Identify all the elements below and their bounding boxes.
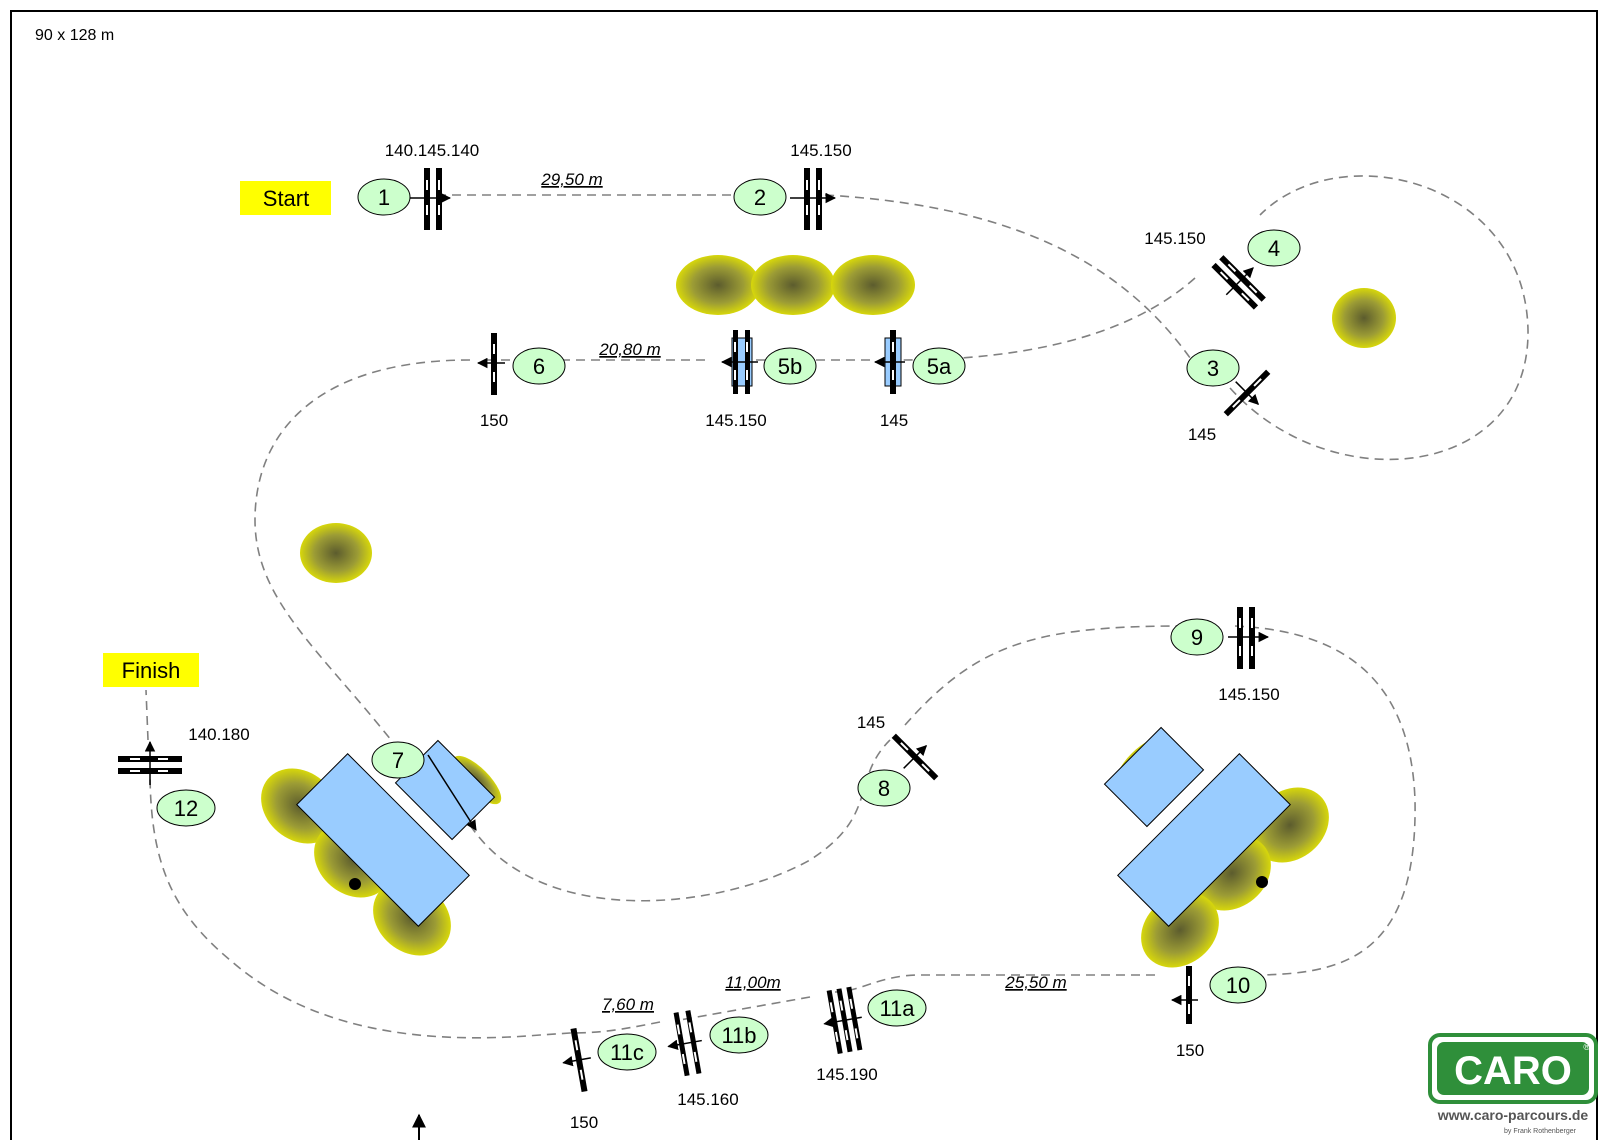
obstacle-2-number[interactable]: 2 bbox=[733, 178, 787, 216]
distance-label: 11,00m bbox=[725, 973, 780, 992]
bush-icon bbox=[300, 523, 372, 583]
fence-height-label: 150 bbox=[570, 1113, 598, 1132]
fence-11c-icon bbox=[562, 1027, 591, 1093]
obstacle-11a-number[interactable]: 11a bbox=[867, 989, 927, 1027]
fence-height-label: 145 bbox=[880, 411, 908, 430]
water-ditch bbox=[296, 753, 470, 927]
start-label: Start bbox=[240, 181, 331, 215]
fence-height-label: 145 bbox=[857, 713, 885, 732]
distance-labels: 29,50 m 20,80 m 7,60 m 11,00m 25,50 m bbox=[540, 170, 1066, 1014]
fence-height-label: 145 bbox=[1188, 425, 1216, 444]
water-ditch bbox=[1117, 753, 1291, 927]
fence-5b-icon bbox=[720, 330, 758, 394]
course-size-label: 90 x 128 m bbox=[35, 27, 114, 44]
svg-text:9: 9 bbox=[1191, 625, 1203, 650]
obstacle-3-number[interactable]: 3 bbox=[1186, 349, 1240, 387]
fence-10-icon bbox=[1170, 966, 1198, 1024]
obstacle-9-number[interactable]: 9 bbox=[1170, 618, 1224, 656]
svg-text:Start: Start bbox=[263, 186, 309, 211]
svg-text:6: 6 bbox=[533, 354, 545, 379]
fence-height-label: 145.150 bbox=[1144, 229, 1205, 248]
obstacle-8-number[interactable]: 8 bbox=[857, 769, 911, 807]
fence-5a-icon bbox=[873, 330, 905, 394]
svg-text:7: 7 bbox=[392, 748, 404, 773]
obstacle-5a-number[interactable]: 5a bbox=[912, 347, 966, 385]
bush-icon bbox=[751, 255, 835, 315]
logo-byline: by Frank Rothenberger bbox=[1504, 1128, 1577, 1135]
water-obstacles bbox=[296, 726, 1291, 927]
caro-logo[interactable]: CARO ® www.caro-parcours.de by Frank Rot… bbox=[1428, 1033, 1598, 1135]
svg-text:5a: 5a bbox=[927, 354, 952, 379]
obstacle-numbers: 1 2 3 4 5a 5b 6 7 8 9 10 11a 11b 11c 12 bbox=[156, 178, 1301, 1071]
svg-text:5b: 5b bbox=[778, 354, 802, 379]
fence-height-label: 150 bbox=[480, 411, 508, 430]
fence-1-icon bbox=[410, 168, 452, 230]
obstacle-5b-number[interactable]: 5b bbox=[763, 347, 817, 385]
svg-text:11c: 11c bbox=[610, 1040, 644, 1065]
fence-height-label: 150 bbox=[1176, 1041, 1204, 1060]
obstacle-7-number[interactable]: 7 bbox=[371, 741, 425, 779]
fence-11a-icon bbox=[823, 986, 863, 1054]
fence-12-icon bbox=[118, 740, 182, 785]
bush-icon bbox=[1332, 288, 1396, 348]
fence-6-icon bbox=[476, 333, 505, 395]
svg-text:2: 2 bbox=[754, 185, 766, 210]
fence-height-label: 145.150 bbox=[790, 141, 851, 160]
svg-text:1: 1 bbox=[378, 185, 390, 210]
tree-marker-icon bbox=[349, 878, 361, 890]
fence-height-label: 140.180 bbox=[188, 725, 249, 744]
fence-symbols bbox=[118, 168, 1271, 1140]
tree-marker-icon bbox=[1256, 876, 1268, 888]
distance-label: 7,60 m bbox=[602, 995, 654, 1014]
bush-icon bbox=[831, 255, 915, 315]
fence-2-icon bbox=[790, 168, 837, 230]
svg-text:8: 8 bbox=[878, 776, 890, 801]
fence-7-icon bbox=[427, 754, 477, 831]
obstacle-11c-number[interactable]: 11c bbox=[597, 1033, 657, 1071]
fence-height-label: 145.190 bbox=[816, 1065, 877, 1084]
height-labels: 140.145.140 145.150 145 145.150 145 145.… bbox=[188, 141, 1279, 1132]
fence-height-label: 145.150 bbox=[1218, 685, 1279, 704]
svg-text:10: 10 bbox=[1226, 973, 1250, 998]
fence-height-label: 140.145.140 bbox=[385, 141, 480, 160]
logo-wordmark: CARO bbox=[1454, 1049, 1572, 1093]
distance-label: 20,80 m bbox=[598, 340, 660, 359]
logo-url[interactable]: www.caro-parcours.de bbox=[1437, 1107, 1589, 1123]
svg-text:3: 3 bbox=[1207, 356, 1219, 381]
fence-3-icon bbox=[1223, 369, 1271, 417]
fence-8-icon bbox=[891, 733, 939, 781]
obstacle-10-number[interactable]: 10 bbox=[1209, 966, 1267, 1004]
distance-label: 25,50 m bbox=[1004, 973, 1066, 992]
fence-height-label: 145.160 bbox=[677, 1090, 738, 1109]
registered-mark: ® bbox=[1583, 1042, 1590, 1052]
fence-9-icon bbox=[1228, 607, 1270, 669]
fence-4-icon bbox=[1211, 255, 1266, 310]
course-route bbox=[145, 175, 1529, 1039]
svg-text:12: 12 bbox=[174, 796, 198, 821]
obstacle-12-number[interactable]: 12 bbox=[156, 789, 216, 827]
svg-text:Finish: Finish bbox=[122, 658, 181, 683]
obstacle-1-number[interactable]: 1 bbox=[357, 178, 411, 216]
obstacle-6-number[interactable]: 6 bbox=[512, 347, 566, 385]
finish-label: Finish bbox=[103, 653, 199, 687]
obstacle-11b-number[interactable]: 11b bbox=[709, 1016, 769, 1054]
svg-text:11a: 11a bbox=[879, 996, 915, 1021]
water-tray bbox=[1103, 726, 1205, 828]
fence-height-label: 145.150 bbox=[705, 411, 766, 430]
bush-icon bbox=[676, 255, 760, 315]
map-border bbox=[10, 10, 1598, 1140]
svg-text:11b: 11b bbox=[721, 1023, 756, 1048]
obstacle-4-number[interactable]: 4 bbox=[1247, 229, 1301, 267]
distance-label: 29,50 m bbox=[540, 170, 602, 189]
svg-text:4: 4 bbox=[1268, 236, 1280, 261]
fence-11b-icon bbox=[667, 1010, 702, 1077]
